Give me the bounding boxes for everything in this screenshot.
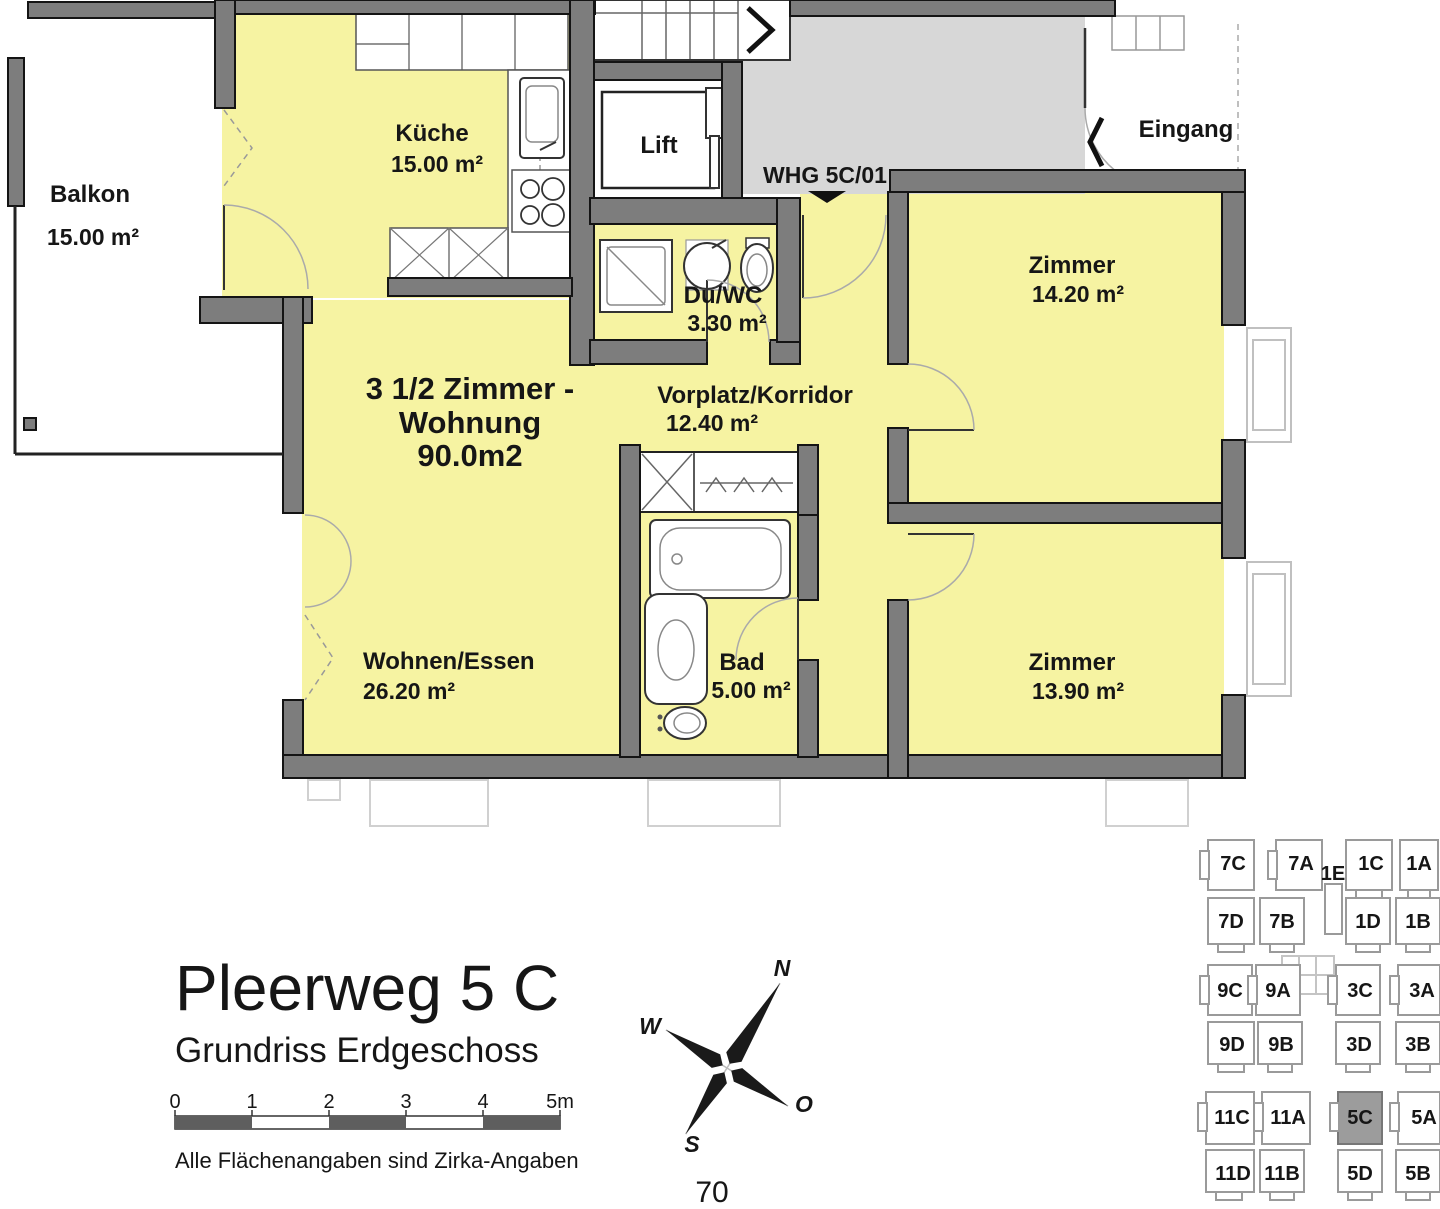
key-block-5a: 5A — [1411, 1107, 1437, 1129]
compass-o-spike — [731, 1068, 789, 1107]
key-block-9a: 9A — [1265, 980, 1291, 1002]
zimmer-sued-door-swing — [907, 533, 975, 601]
key-block-5b: 5B — [1405, 1163, 1431, 1185]
duwc-area: 3.30 m² — [687, 310, 767, 336]
key-block-1b: 1B — [1405, 911, 1431, 933]
living-double-door-swing — [304, 514, 352, 562]
entrance-label: Eingang — [1139, 116, 1234, 143]
key-block-7b: 7B — [1269, 911, 1295, 933]
bad-label: Bad — [719, 649, 764, 676]
key-block-3d: 3D — [1346, 1034, 1372, 1056]
scale-1: 1 — [246, 1091, 257, 1113]
duwc-fixtures — [599, 237, 774, 313]
title-block: Pleerweg 5 C Grundriss Erdgeschoss 0 1 2… — [169, 952, 578, 1173]
zimmer-sued-label: Zimmer — [1029, 649, 1116, 676]
wohnen-area: 26.20 m² — [363, 678, 455, 704]
balcony-railing — [13, 206, 283, 456]
balkon-area: 15.00 m² — [47, 224, 139, 250]
bad-door-swing — [735, 597, 799, 661]
key-block-11d: 11D — [1215, 1163, 1251, 1185]
compass-w-label: W — [639, 1013, 663, 1039]
stairs — [593, 0, 791, 61]
key-block-11c: 11C — [1214, 1107, 1250, 1129]
compass-w-spike — [665, 1029, 723, 1068]
key-block-11b: 11B — [1264, 1163, 1300, 1185]
key-plan — [1197, 839, 1440, 1201]
key-plan-labels: 7C 7A 1C 1A 1E 7D 7B 1D 1B 9C 9A 3C 3A 9… — [1214, 853, 1437, 1185]
page-number: 70 — [695, 1176, 728, 1209]
kitchen-balcony-door-swing — [223, 204, 309, 290]
lift-shaft — [594, 80, 724, 200]
apartment-label-line2: Wohnung — [399, 405, 541, 440]
unit-tag-arrow-icon — [808, 191, 846, 203]
apartment-label-line1: 3 1/2 Zimmer - — [366, 371, 574, 406]
stair-direction-arrow-icon — [746, 6, 776, 54]
key-block-7d: 7D — [1218, 911, 1244, 933]
key-block-5d: 5D — [1347, 1163, 1373, 1185]
kitchen-fixtures — [355, 13, 571, 286]
entrance-area — [1083, 15, 1239, 192]
scale-5m: 5m — [546, 1091, 574, 1113]
key-block-3b: 3B — [1405, 1034, 1431, 1056]
key-block-1a: 1A — [1406, 853, 1432, 875]
entrance-window — [1111, 15, 1185, 51]
disclaimer: Alle Flächenangaben sind Zirka-Angaben — [175, 1148, 579, 1173]
key-block-11a: 11A — [1270, 1107, 1306, 1129]
key-block-3c: 3C — [1347, 980, 1373, 1002]
duwc-door-swing — [706, 279, 770, 343]
apartment-label-line3: 90.0m2 — [417, 438, 522, 473]
key-block-7c: 7C — [1220, 853, 1246, 875]
zimmer-nord-area: 14.20 m² — [1032, 281, 1124, 307]
key-block-9b: 9B — [1268, 1034, 1294, 1056]
scale-bar: 0 1 2 3 4 5m — [169, 1091, 574, 1130]
unit-tag: WHG 5C/01 — [763, 162, 887, 188]
doors — [223, 109, 975, 701]
bad-area: 5.00 m² — [711, 677, 791, 703]
scale-4: 4 — [477, 1091, 488, 1113]
vorplatz-area: 12.40 m² — [666, 410, 758, 436]
compass-o-label: O — [795, 1091, 813, 1117]
kueche-label: Küche — [395, 120, 468, 147]
bathtub — [649, 519, 791, 599]
key-block-9d: 9D — [1219, 1034, 1245, 1056]
wohnen-label: Wohnen/Essen — [363, 648, 535, 675]
apartment-entry-door-swing — [802, 214, 887, 299]
zimmer-nord-label: Zimmer — [1029, 252, 1116, 279]
compass-n-spike — [726, 983, 780, 1064]
balcony-fold-door — [223, 109, 253, 187]
compass-s-label: S — [684, 1131, 700, 1157]
key-block-1e: 1E — [1321, 863, 1345, 885]
windows — [307, 327, 1292, 827]
walls — [7, 0, 1246, 779]
entrance-direction-icon — [1087, 116, 1105, 168]
key-block-1c: 1C — [1358, 853, 1384, 875]
compass-s-spike — [685, 1072, 727, 1135]
zimmer-sued-area: 13.90 m² — [1032, 678, 1124, 704]
scale-2: 2 — [323, 1091, 334, 1113]
kueche-area: 15.00 m² — [391, 151, 483, 177]
scale-3: 3 — [400, 1091, 411, 1113]
page-subtitle: Grundriss Erdgeschoss — [175, 1031, 539, 1070]
key-block-3a: 3A — [1409, 980, 1435, 1002]
vorplatz-label: Vorplatz/Korridor — [657, 382, 853, 409]
bath-fixtures — [639, 451, 799, 740]
room-labels: Balkon 15.00 m² Küche 15.00 m² Lift Du/W… — [47, 116, 1233, 704]
compass-n-label: N — [774, 955, 791, 981]
key-block-5c: 5C — [1347, 1107, 1373, 1129]
key-block-7a: 7A — [1288, 853, 1314, 875]
kitchen-sink — [519, 77, 565, 159]
duwc-label: Du/WC — [684, 282, 763, 309]
room-fills — [222, 12, 1224, 756]
key-block-9c: 9C — [1217, 980, 1243, 1002]
scale-0: 0 — [169, 1091, 180, 1113]
compass-rose: N W O S — [639, 955, 813, 1157]
lift-label: Lift — [640, 132, 677, 159]
page-title: Pleerweg 5 C — [175, 952, 559, 1024]
key-block-1d: 1D — [1355, 911, 1381, 933]
balkon-label: Balkon — [50, 181, 130, 208]
zimmer-nord-door-swing — [907, 363, 975, 431]
